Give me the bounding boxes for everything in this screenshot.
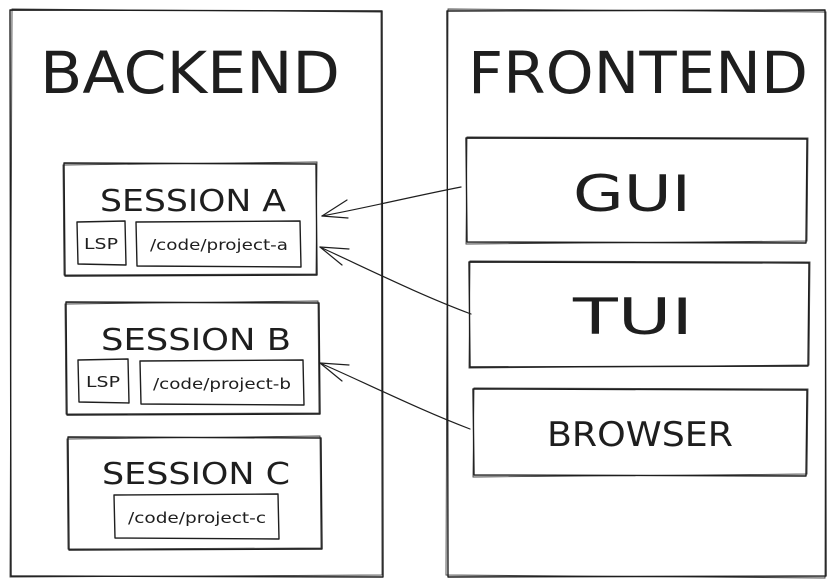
browser-label: BROWSER [547, 415, 733, 455]
session-c-title: SESSION C [102, 457, 290, 492]
arrow-gui-to-session-a [321, 186, 462, 219]
session-c-box: SESSION C /code/project-c [66, 435, 323, 551]
arrow-tui-to-session-a [319, 246, 472, 315]
frontend-panel: FRONTEND [445, 8, 827, 579]
backend-title: BACKEND [40, 39, 340, 107]
gui-box: GUI [465, 136, 809, 245]
session-b-box: SESSION B LSP /code/project-b [64, 300, 321, 416]
browser-box: BROWSER [472, 387, 809, 478]
session-a-title: SESSION A [100, 184, 287, 219]
backend-panel: BACKEND [9, 8, 384, 578]
session-c-path: /code/project-c [128, 509, 266, 527]
session-a-lsp-box: LSP [76, 220, 127, 266]
tui-label: TUI [572, 288, 693, 346]
session-b-lsp-label: LSP [86, 373, 120, 391]
session-b-title: SESSION B [101, 323, 291, 358]
session-a-path-box: /code/project-a [135, 220, 302, 268]
session-c-path-box: /code/project-c [113, 493, 280, 540]
gui-label: GUI [573, 165, 691, 223]
tui-box: TUI [468, 260, 811, 369]
session-b-path: /code/project-b [153, 375, 291, 393]
session-a-lsp-label: LSP [84, 235, 118, 253]
session-a-path: /code/project-a [150, 236, 288, 254]
arrow-browser-to-session-b [319, 362, 471, 430]
session-a-box: SESSION A LSP /code/project-a [62, 161, 318, 277]
frontend-title: FRONTEND [468, 39, 808, 107]
session-b-lsp-box: LSP [77, 358, 130, 404]
session-b-path-box: /code/project-b [139, 359, 305, 406]
